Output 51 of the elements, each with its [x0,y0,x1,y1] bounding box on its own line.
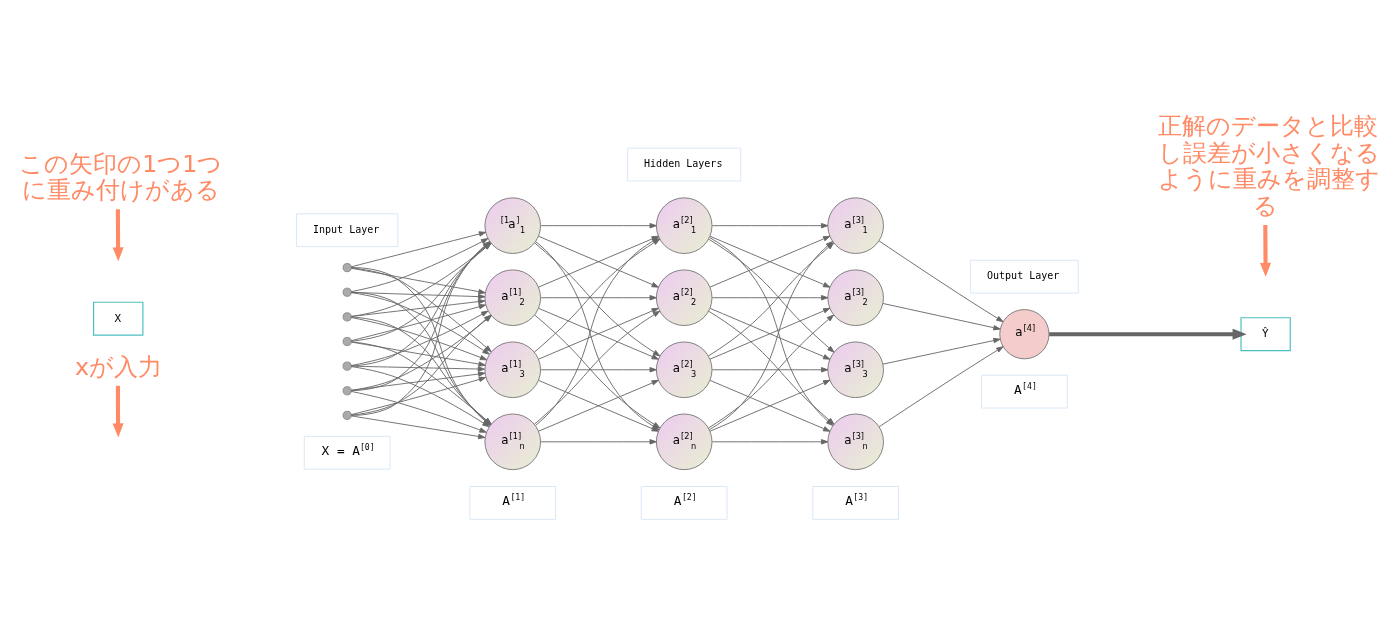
node-box: A$^{[3]}$ [812,486,899,520]
arrow [711,439,829,445]
node-box: A$^{[1]}$ [469,486,557,520]
arrow [709,235,831,288]
node-circle [342,287,352,297]
node-box: X = A$^{[0]}$ [303,435,391,470]
node-circle [342,361,352,371]
arrow [882,303,1001,331]
node-circle [342,312,352,322]
arrow [882,337,1001,365]
arrow [709,307,831,360]
node-box: Hidden Layers [627,147,742,182]
arrow [350,310,489,366]
arrow [878,240,1004,323]
arrow [711,222,829,229]
node-circle [342,263,352,273]
arrow [538,307,659,360]
arrow [350,390,487,433]
arrow [351,371,486,391]
arrow [351,341,486,367]
node-circle: a$^{[4]}$ [999,309,1050,360]
arrow [540,367,657,373]
node-circle [342,410,352,420]
arrow [709,379,831,432]
node-text: 正解のデータと比較し誤差が小さくなるように重みを調整する [1157,112,1380,220]
arrow [112,209,124,262]
arrow [540,295,657,301]
arrow [711,367,829,373]
node-box: X [93,301,144,336]
arrow [351,298,486,317]
arrow [350,376,487,416]
arrow [1049,328,1247,340]
arrow [1260,224,1272,277]
arrow [711,295,829,301]
arrow [540,222,657,229]
node-box: A$^{[4]}$ [981,374,1068,409]
node-circle [342,386,352,396]
arrow [351,415,486,440]
arrow [350,231,487,268]
node-text: xが入力 [74,352,162,381]
arrow [540,439,657,445]
arrow [878,346,1004,428]
arrow [350,317,488,361]
node-box: Ŷ [1240,317,1291,352]
arrow [112,385,124,438]
node-box: Input Layer [296,213,399,248]
node-box: Output Layer [970,259,1079,294]
arrow [350,304,487,342]
node-circle [342,336,352,347]
node-box: A$^{[2]}$ [640,486,728,520]
node-text: この矢印の1つ1つに重み付けがある [19,149,223,205]
